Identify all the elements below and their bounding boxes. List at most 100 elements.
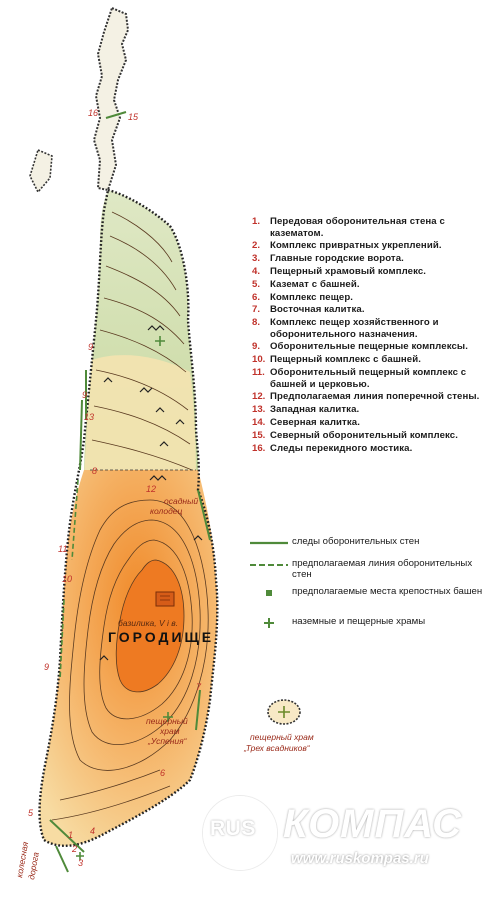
point-number-8: 8 xyxy=(92,466,97,476)
point-number-11: 11 xyxy=(58,544,67,554)
legend-item-text: Комплекс привратных укреплений. xyxy=(270,240,442,252)
point-number-15: 15 xyxy=(128,112,139,122)
legend-item-number: 7. xyxy=(252,304,261,316)
three-riders-label-1: пещерный храм xyxy=(250,732,314,742)
tower-square-symbol xyxy=(248,586,292,598)
legend-item-text: Следы перекидного мостика. xyxy=(270,442,413,454)
legend-item-text: Оборонительные пещерные комплексы. xyxy=(270,341,468,353)
basilica-marker xyxy=(155,591,175,607)
map-numbers: 16 15 9 9 13 8 12 11 10 9 7 6 5 4 1 2 3 xyxy=(28,108,202,868)
cave-marks xyxy=(99,325,203,661)
point-number-7: 7 xyxy=(196,682,202,692)
point-number-9c: 9 xyxy=(44,662,49,672)
legend-item: 15. Северный оборонительный комплекс. xyxy=(252,430,492,442)
assumption-label-1: пещерный xyxy=(146,716,188,726)
logo-url-text: www.ruskompas.ru xyxy=(291,850,429,867)
wall-line-symbol xyxy=(248,536,292,548)
legend-item-number: 6. xyxy=(252,291,261,303)
point-number-1: 1 xyxy=(68,830,73,840)
temple-cross-symbol xyxy=(248,616,292,628)
siege-well-label-1: осадный xyxy=(164,496,198,506)
legend-item-number: 12. xyxy=(252,391,266,403)
legend-item: 11. Оборонительный пещерный комплекс с ба… xyxy=(252,367,492,390)
dashed-wall-symbol xyxy=(248,558,292,570)
point-number-10: 10 xyxy=(62,574,72,584)
legend-item-text: Передовая оборонительная стена с каземат… xyxy=(270,216,445,239)
legend-item-text: Пещерный комплекс с башней. xyxy=(270,354,422,366)
symbol-supposed-walls-text: предполагаемая линия оборонительных стен xyxy=(292,558,473,581)
legend-item: 2. Комплекс привратных укреплений. xyxy=(252,240,492,252)
plateau-body xyxy=(38,188,219,847)
legend-item-text: Комплекс пещер. xyxy=(270,291,354,303)
point-number-12: 12 xyxy=(146,484,156,494)
legend-item-text: Комплекс пещер хозяйственного и оборонит… xyxy=(270,317,439,340)
symbol-towers-text: предполагаемые места крепостных башен xyxy=(292,586,483,597)
legend-item-text: Предполагаемая линия поперечной стены. xyxy=(270,391,480,403)
legend-item: 16.Следы перекидного мостика. xyxy=(252,443,492,455)
symbol-row-walls: следы оборонительных стен xyxy=(248,536,494,548)
three-riders-islet xyxy=(267,699,301,725)
basilica-label: базилика, V і в. xyxy=(118,618,178,628)
legend-item-number: 3. xyxy=(252,253,261,265)
legend-item: 12. Предполагаемая линия поперечной стены… xyxy=(252,391,492,403)
symbol-row-supposed-walls: предполагаемая линия оборонительных стен xyxy=(248,558,494,581)
legend-item: 1. Передовая оборонительная стена с казем… xyxy=(252,216,492,239)
point-number-16: 16 xyxy=(88,108,98,118)
ruskompas-watermark: RUS КОМПАС www.ruskompas.ru xyxy=(195,790,495,870)
legend-item-text: Оборонительный пещерный комплекс с башне… xyxy=(270,367,467,390)
legend-item-number: 11. xyxy=(252,367,265,378)
point-number-6: 6 xyxy=(160,768,165,778)
legend-item: 13. Западная калитка. xyxy=(252,404,492,416)
logo-ring-icon xyxy=(203,796,277,870)
contour-lines xyxy=(51,211,209,821)
assumption-label-2: храм xyxy=(159,726,180,736)
legend-item-number: 5. xyxy=(252,278,261,290)
legend-item-number: 10. xyxy=(252,354,266,366)
point-number-5: 5 xyxy=(28,808,34,818)
map-labels: ГОРОДИЩЕ базилика, V і в. осадный колоде… xyxy=(14,496,314,880)
legend-item-number: 2. xyxy=(252,240,261,252)
logo-rus-text: RUS xyxy=(210,817,256,840)
point-number-9a: 9 xyxy=(88,342,93,352)
legend-item: 14. Северная калитка. xyxy=(252,417,492,429)
legend-item-text: Западная калитка. xyxy=(270,404,360,416)
three-riders-label-2: „Трех всадников“ xyxy=(243,743,311,753)
point-number-3: 3 xyxy=(78,858,83,868)
symbol-temples-text: наземные и пещерные храмы xyxy=(292,616,426,627)
symbol-row-temples: наземные и пещерные храмы xyxy=(248,616,494,628)
wall-traces xyxy=(49,111,211,873)
legend-item-number: 13. xyxy=(252,404,266,416)
legend-item-text: Северная калитка. xyxy=(270,416,360,428)
legend-item: 4. Пещерный храмовый комплекс. xyxy=(252,266,492,278)
legend-item-text: Главные городские ворота. xyxy=(270,253,404,265)
north-cape xyxy=(29,6,130,194)
legend-item-number: 4. xyxy=(252,265,261,277)
legend-item: 9.Оборонительные пещерные комплексы. xyxy=(252,341,492,353)
point-number-13: 13 xyxy=(84,412,94,422)
road-label-2: дорога xyxy=(26,851,41,880)
settlement-label: ГОРОДИЩЕ xyxy=(108,629,214,645)
legend-item-text: Северный оборонительный комплекс. xyxy=(270,429,458,441)
supposed-walls xyxy=(59,479,79,681)
legend-item: 8. Комплекс пещер хозяйственного и оборон… xyxy=(252,317,492,340)
legend-item-number: 14. xyxy=(252,416,266,428)
symbol-row-towers: предполагаемые места крепостных башен xyxy=(248,586,494,598)
siege-well-label-2: колодец xyxy=(150,506,183,516)
legend-item: 5. Каземат с башней. xyxy=(252,279,492,291)
assumption-label-3: „Успения“ xyxy=(147,736,188,746)
legend-item: 3. Главные городские ворота. xyxy=(252,253,492,265)
symbol-walls-text: следы оборонительных стен xyxy=(292,536,420,547)
legend-item-text: Каземат с башней. xyxy=(270,278,360,290)
temple-cross-marks xyxy=(76,336,173,860)
point-number-2: 2 xyxy=(71,844,77,854)
legend-item: 7. Восточная калитка. xyxy=(252,304,492,316)
legend-item-text: Пещерный храмовый комплекс. xyxy=(270,265,427,277)
logo-kompas-text: КОМПАС xyxy=(283,802,463,846)
legend-item-number: 15. xyxy=(252,429,266,441)
legend-item: 6. Комплекс пещер. xyxy=(252,292,492,304)
legend-item-number: 1. xyxy=(252,216,261,227)
legend-item-text: Восточная калитка. xyxy=(270,304,365,316)
legend-item-number: 8. xyxy=(252,317,261,329)
numbered-legend: 1. Передовая оборонительная стена с казем… xyxy=(252,216,492,455)
